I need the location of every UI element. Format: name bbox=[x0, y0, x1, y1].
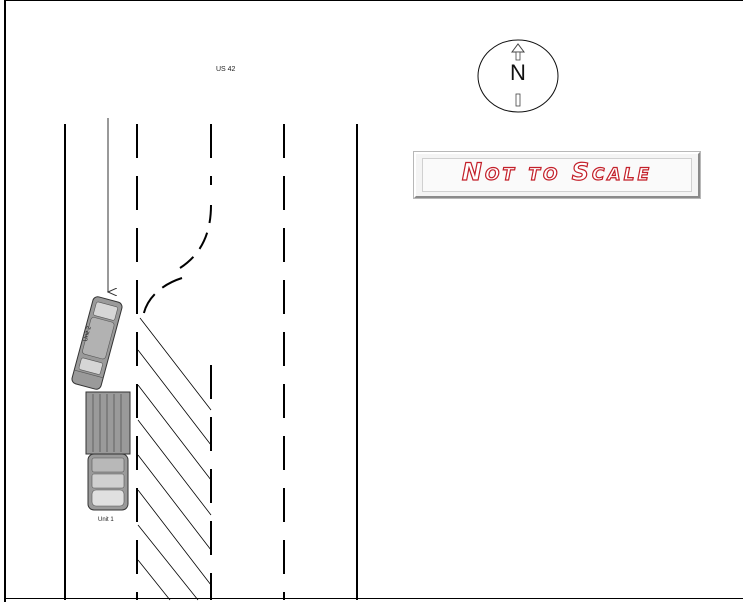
vehicle-unit-2 bbox=[71, 296, 123, 390]
turn-lane-curve-lower bbox=[142, 277, 183, 319]
not-to-scale-inner bbox=[422, 158, 692, 192]
frame-top-border bbox=[4, 0, 743, 1]
not-to-scale-badge: Not to Scale bbox=[414, 152, 700, 198]
frame-bottom-border bbox=[4, 598, 743, 599]
road-name-label: US 42 bbox=[216, 66, 236, 73]
hatched-gore-area bbox=[137, 317, 212, 601]
compass-box: N bbox=[477, 40, 559, 112]
unit-1-label: Unit 1 bbox=[98, 517, 114, 523]
north-letter: N bbox=[510, 60, 526, 85]
not-to-scale-text: Not to Scale bbox=[461, 157, 653, 186]
turn-lane-curve-upper bbox=[179, 204, 212, 269]
vehicle-unit-1 bbox=[85, 391, 131, 511]
frame-left-border bbox=[4, 0, 6, 602]
north-arrow-compass bbox=[477, 39, 559, 113]
